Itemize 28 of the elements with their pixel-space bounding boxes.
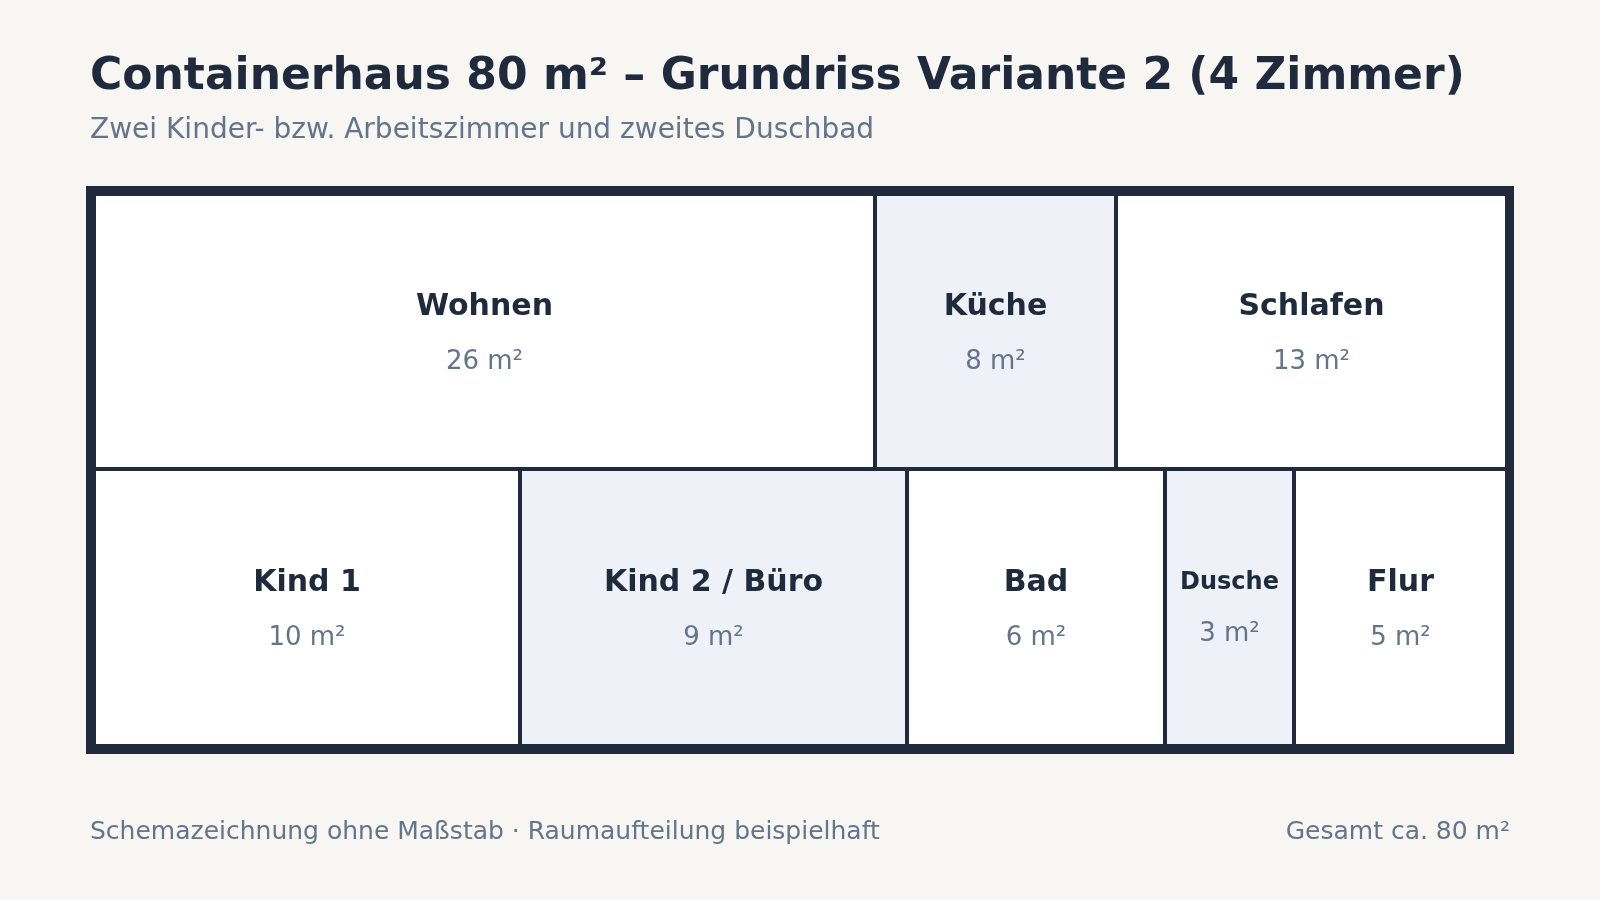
- room-name: Flur: [1367, 562, 1434, 599]
- room: [96, 471, 518, 744]
- room-name: Kind 1: [253, 562, 361, 599]
- room: [1167, 471, 1292, 744]
- room-area: 6 m²: [1005, 620, 1067, 653]
- room: [909, 471, 1163, 744]
- room: [1118, 196, 1505, 467]
- room-area: 9 m²: [683, 620, 744, 653]
- footer-note: Schemazeichnung ohne Maßstab · Raumaufteilung beispielhaft: [90, 816, 880, 845]
- room-name: Küche: [943, 286, 1048, 323]
- room-area: 3 m²: [1199, 617, 1260, 649]
- room-name: Schlafen: [1238, 286, 1385, 323]
- room: [96, 196, 873, 467]
- room-name: Kind 2 / Büro: [603, 562, 824, 599]
- room-name: Dusche: [1180, 566, 1279, 596]
- room-area: 8 m²: [965, 344, 1026, 377]
- total-area: Gesamt ca. 80 m²: [1285, 816, 1510, 845]
- subtitle: Zwei Kinder- bzw. Arbeitszimmer und zweites Duschbad: [90, 112, 875, 145]
- room-area: 26 m²: [445, 344, 524, 377]
- room-area: 5 m²: [1370, 620, 1431, 653]
- room: [522, 471, 905, 744]
- room-area: 10 m²: [268, 620, 346, 653]
- room-name: Wohnen: [415, 286, 554, 323]
- room-name: Bad: [1003, 562, 1069, 599]
- room: [877, 196, 1114, 467]
- room: [1296, 471, 1505, 744]
- title: Containerhaus 80 m² – Grundriss Variante 2 (4 Zimmer): [90, 48, 1465, 99]
- room-area: 13 m²: [1272, 344, 1351, 377]
